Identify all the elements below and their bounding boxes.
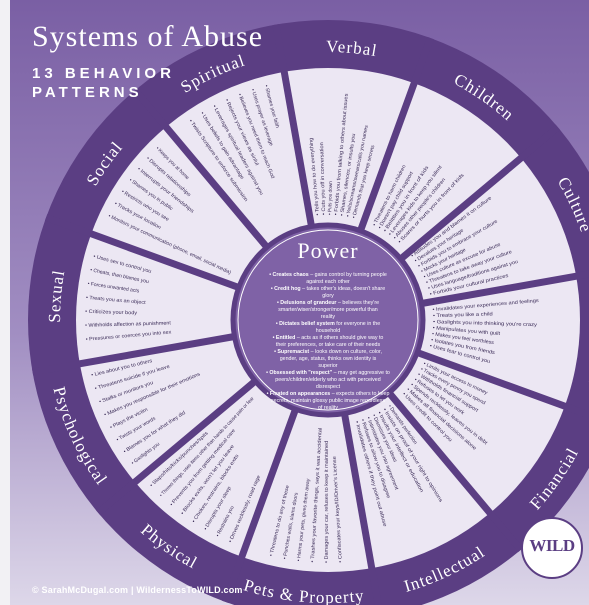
power-item: • Obsessed with "respect" – may get aggr…: [266, 370, 390, 376]
segment-label-text: Verbal: [326, 37, 378, 60]
power-item-text: for everyone in the: [335, 321, 380, 327]
power-item: secrets, maintain glossy public image re…: [271, 398, 385, 404]
segment-divider: [31, 333, 236, 376]
segment-divider: [416, 349, 589, 419]
power-item-bold: • Dictates belief system: [276, 321, 335, 327]
power-item: • Delusions of grandeur – believes they'…: [277, 300, 379, 306]
segment-item: • Manipulates you with guilt: [432, 325, 501, 337]
power-item: • Supremacist – looks down on culture, c…: [274, 349, 382, 355]
wild-logo-text: WILD: [529, 536, 575, 555]
power-item-text: – gains control by turning people: [309, 272, 387, 278]
segment-item: • Withholds affection as punishment: [85, 320, 172, 328]
power-item-text: – believes they're: [337, 300, 380, 306]
power-item: glory: [322, 293, 334, 299]
segment-item: • Damages your car, refuses to keep it m…: [324, 441, 330, 563]
power-center: [230, 222, 426, 418]
segment-item: • Puts you down: [327, 181, 334, 215]
power-title: Power: [297, 238, 358, 263]
power-item: • Credit hog – takes other's ideas, does…: [271, 286, 385, 292]
power-item-text: – may get aggressive to: [332, 370, 390, 376]
power-item: disrespect: [316, 384, 341, 390]
power-item-bold: • Credit hog: [271, 286, 301, 292]
segment-divider: [386, 390, 524, 553]
power-item-bold: • Entitled: [273, 335, 296, 341]
power-item: • Creates chaos – gains control by turni…: [269, 272, 387, 278]
power-item-bold: • Obsessed with "respect": [266, 370, 333, 376]
power-item: • Dictates belief system for everyone in…: [276, 321, 380, 327]
wild-logo: WILD: [521, 517, 583, 579]
segment-item: • Treats you like a child: [433, 311, 493, 319]
power-item-text: – acts as if others should give way to: [295, 335, 383, 341]
segment-item: • Treats you as an object: [86, 295, 147, 306]
power-item-text: – looks down on culture, color,: [309, 349, 382, 355]
power-item: • Entitled – acts as if others should gi…: [273, 335, 384, 341]
subtitle-line-1: 13 BEHAVIOR: [32, 65, 175, 82]
segment-divider: [272, 23, 315, 228]
segment-item: • Cuts you off in conversation: [319, 142, 327, 215]
power-item-bold: • Delusions of grandeur: [277, 300, 337, 306]
segment-divider: [95, 378, 258, 516]
power-item-text: – expects others to keep: [330, 391, 389, 397]
power-item: peers/children/elderly who act with perc…: [275, 377, 380, 383]
segment-label-verbal: Verbal: [326, 37, 379, 60]
segment-divider: [222, 408, 299, 604]
segment-divider: [132, 87, 270, 250]
poster-subtitle: 13 BEHAVIOR PATTERNS: [32, 64, 175, 102]
poster-title: Systems of Abuse: [32, 20, 264, 53]
power-item: smarter/wiser/stronger/more powerful tha…: [278, 307, 378, 313]
poster: Verbal• Tells you how to do everything• …: [10, 0, 589, 605]
power-item: • Fixated on appearances – expects other…: [267, 391, 390, 397]
power-item: their preferences, or take care of their…: [276, 342, 381, 348]
segment-divider: [398, 124, 561, 262]
power-item-text: – takes other's ideas, doesn't share: [301, 286, 386, 292]
segment-label-text: Sexual: [45, 268, 68, 323]
abuse-wheel: Verbal• Tells you how to do everything• …: [10, 0, 589, 605]
footer-credit: © SarahMcDugal.com | WildernessToWILD.co…: [32, 585, 243, 595]
power-item: gender, age, status, thinks own identity…: [280, 356, 377, 362]
power-item: of reality: [318, 405, 338, 411]
power-item-bold: • Fixated on appearances: [267, 391, 331, 397]
power-item-bold: • Creates chaos: [269, 272, 309, 278]
power-item: reality: [321, 314, 335, 320]
segment-item: • Criticizes your body: [85, 309, 138, 317]
power-inner-ring: [237, 229, 419, 411]
power-item: superior: [318, 363, 337, 369]
segment-divider: [357, 36, 434, 232]
segment-label-sexual: Sexual: [45, 268, 69, 323]
subtitle-line-2: PATTERNS: [32, 84, 143, 101]
power-item: against each other: [306, 279, 350, 285]
power-item-bold: • Supremacist: [274, 349, 309, 355]
segment-divider: [341, 412, 382, 605]
power-item: household: [316, 328, 341, 334]
segment-item: • Gaslights you into thinking you're cra…: [433, 319, 538, 328]
segment-divider: [44, 214, 240, 291]
segment-divider: [420, 270, 589, 307]
